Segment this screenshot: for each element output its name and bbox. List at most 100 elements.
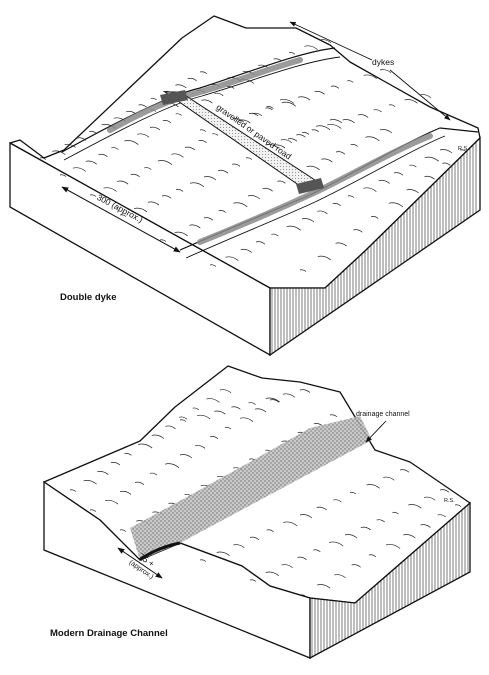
lower-dyke-shading [197,133,433,245]
furrow-line [265,144,279,149]
furrow-line [248,402,256,405]
furrow-line [399,469,410,473]
furrow-line [179,419,187,422]
furrow-line [233,202,248,208]
furrow-line [104,499,119,505]
furrow-line [214,92,224,97]
furrow-line [137,133,150,138]
furrow-line [192,407,199,410]
furrow-line [254,408,267,413]
furrow-line [199,71,208,75]
furrow-line [162,120,172,123]
furrow-line [406,189,419,194]
double-dyke-dimension-line [61,186,181,253]
furrow-line [150,97,157,101]
furrow-line [175,84,187,89]
furrow-line [231,406,241,410]
furrow-line [388,104,396,107]
lower-dyke-crest [185,135,446,259]
furrow-line [98,153,108,158]
furrow-line [247,195,261,200]
furrow-line [119,490,132,495]
furrow-line [347,80,354,83]
furrow-line [134,481,145,486]
furrow-line [316,506,327,511]
furrow-line [347,195,355,198]
drainage-channel-block: drainage channel 75 + (approx.) R.S. Mod… [43,365,471,660]
furrow-line [187,77,197,82]
furrow-line [184,146,196,151]
furrow-line [216,551,230,557]
furrow-line [342,119,355,124]
dykes-label: dykes [372,57,394,67]
furrow-line [214,410,226,415]
furrow-line [117,180,129,185]
furrow-line [72,167,87,172]
furrow-line [313,549,321,553]
furrow-line [327,124,342,129]
upper-dyke-shading [107,57,303,133]
furrow-line [299,594,307,597]
furrow-line [248,112,259,117]
furrow-line [265,397,280,403]
furrow-line [351,564,361,568]
furrow-line [157,160,173,165]
furrow-line [349,491,357,495]
furrow-line [239,119,251,124]
furrow-line [288,52,296,55]
furrow-line [144,167,152,170]
furrow-line [366,484,380,489]
upper-dyke [61,47,336,153]
furrow-line [206,398,220,403]
furrow-line [363,187,377,192]
furrow-line [199,559,207,562]
furrow-line [420,524,431,528]
furrow-line [306,165,320,171]
furrow-line [442,162,451,166]
furrow-line [299,514,313,519]
furrow-line [317,210,328,215]
furrow-line [350,144,358,147]
furrow-line [365,136,380,142]
furrow-line [239,417,254,422]
furrow-line [319,39,332,44]
furrow-line [203,176,217,181]
furrow-line [333,499,342,503]
furrow-line [69,489,77,492]
furrow-line [376,519,385,523]
furrow-line [329,119,343,124]
furrow-line [124,453,132,456]
furrow-line [283,521,298,527]
furrow-line [197,414,211,420]
furrow-line [262,187,273,192]
furrow-line [378,179,390,184]
furrow-line [110,462,121,466]
furrow-line [329,414,338,418]
furrow-line [280,139,293,144]
furrow-line [360,526,372,531]
furrow-line [344,534,358,539]
furrow-line [393,172,404,176]
furrow-line [281,564,293,569]
furrow-line [231,163,241,167]
furrow-line [379,69,392,74]
furrow-line [218,210,226,213]
furrow-line [164,463,180,468]
double-dyke-face-hatching [271,141,477,354]
furrow-line [335,151,346,155]
furrow-line [224,426,232,430]
upper-dyke-crest [63,56,341,161]
furrow-line [217,169,229,174]
furrow-line [97,471,109,475]
furrow-line [273,144,286,149]
drainage-channel-label: drainage channel [356,411,410,418]
furrow-line [424,156,439,162]
furrow-line [39,157,47,160]
furrow-line [83,480,97,485]
furrow-line [408,504,422,509]
furrow-line [233,544,245,549]
furrow-line [409,164,417,168]
furrow-line [199,129,207,132]
furrow-line [249,536,260,541]
furrow-line [439,149,453,154]
